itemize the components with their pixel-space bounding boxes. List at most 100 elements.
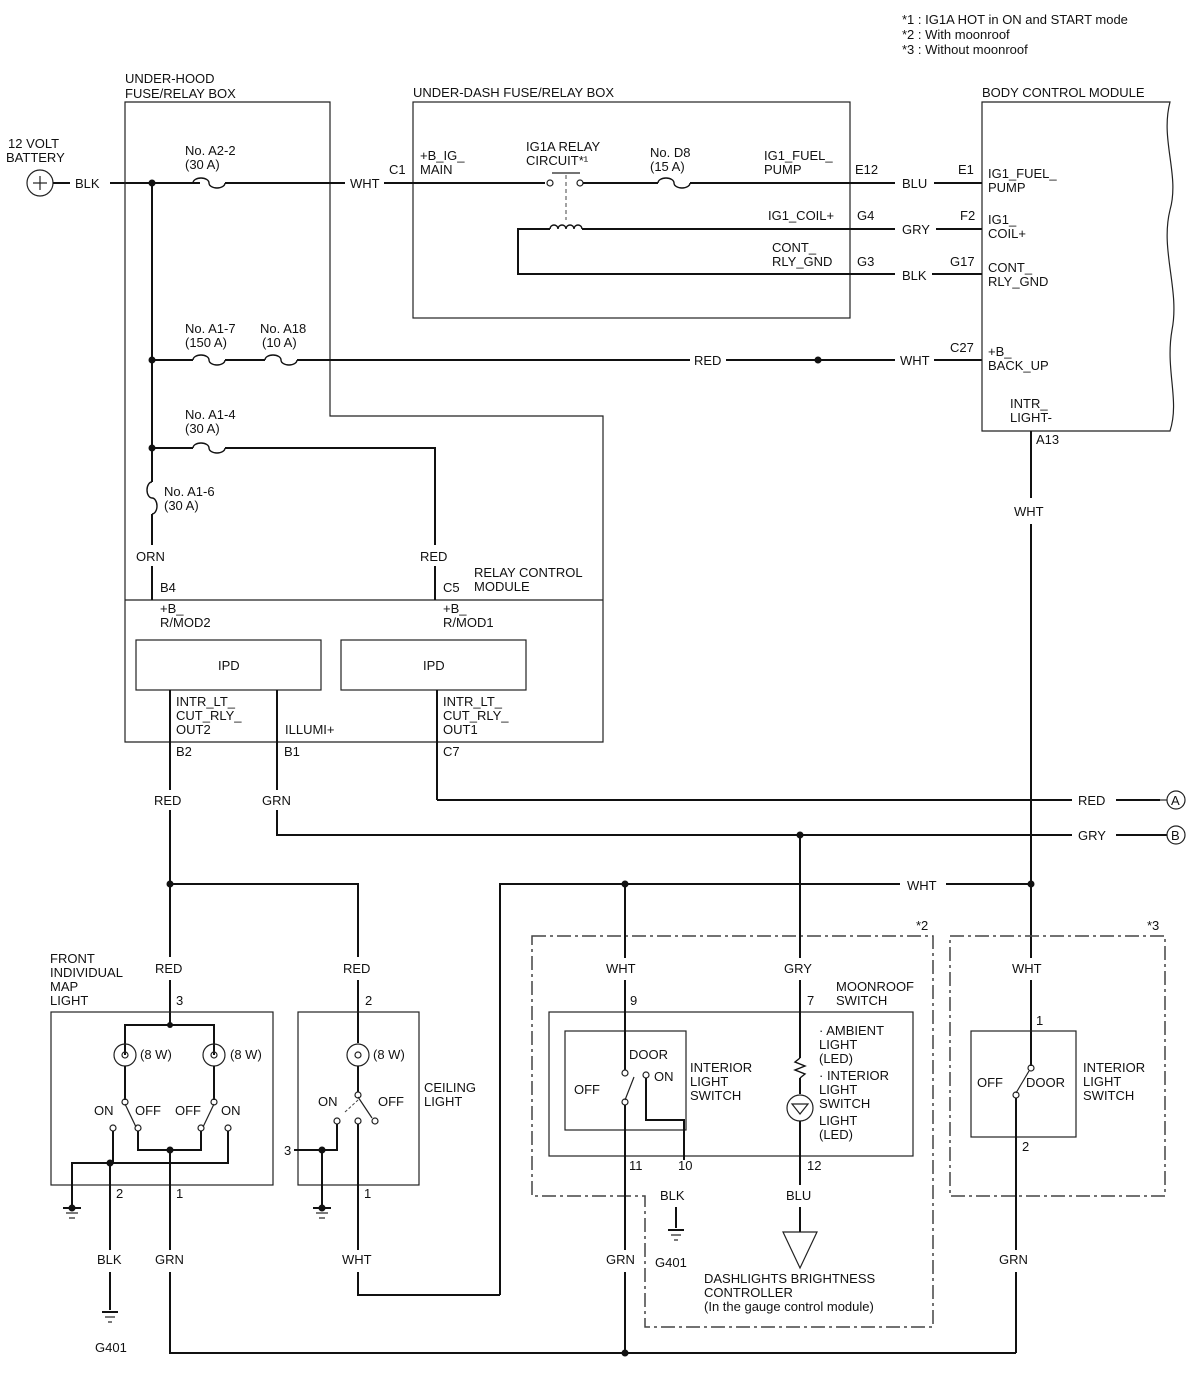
underhood-title-1: UNDER-HOOD bbox=[125, 71, 215, 86]
map-pin-2: 2 bbox=[116, 1186, 123, 1201]
note-1: *1 : IG1A HOT in ON and START mode bbox=[902, 12, 1128, 27]
fuse-a18-symbol bbox=[264, 354, 298, 366]
fuse-a1-7-rating: (150 A) bbox=[185, 335, 227, 350]
splice-wht-bcm bbox=[1027, 880, 1035, 888]
ceiling-blade bbox=[357, 1096, 373, 1119]
ambient-5: LIGHT bbox=[819, 1082, 857, 1097]
underdash-title: UNDER-DASH FUSE/RELAY BOX bbox=[413, 85, 614, 100]
dash-3: (In the gauge control module) bbox=[704, 1299, 874, 1314]
under-hood-fuse-box: UNDER-HOOD FUSE/RELAY BOX No. A2-2 (30 A… bbox=[124, 71, 982, 800]
no-moonroof-switch-blade bbox=[1015, 1070, 1030, 1094]
bcm-intr-2: LIGHT- bbox=[1010, 410, 1052, 425]
no-moonroof-off: OFF bbox=[977, 1075, 1003, 1090]
bcm-title: BODY CONTROL MODULE bbox=[982, 85, 1145, 100]
relay-coil-symbol bbox=[549, 224, 583, 230]
wire-red-c5-color: RED bbox=[420, 549, 447, 564]
fuse-d8-symbol bbox=[657, 177, 691, 189]
fuse-a2-2-symbol bbox=[192, 177, 226, 189]
moonroof-switch-2: LIGHT bbox=[690, 1074, 728, 1089]
no-moonroof-tag: *3 bbox=[1147, 918, 1159, 933]
wire-orn-color: ORN bbox=[136, 549, 165, 564]
pin-b4: B4 bbox=[160, 580, 176, 595]
moonroof-title-2: SWITCH bbox=[836, 993, 887, 1008]
out1-line-2: CUT_RLY_ bbox=[443, 708, 509, 723]
map-bulb-left-rating: (8 W) bbox=[140, 1047, 172, 1062]
moonroof-switch-box bbox=[548, 1011, 914, 1157]
body-control-module: BODY CONTROL MODULE BLU GRY BLK E1 F2 G1… bbox=[902, 85, 1175, 958]
bcm-backup-1: +B_ bbox=[988, 344, 1012, 359]
wire-blu-color: BLU bbox=[902, 176, 927, 191]
underhood-title-2: FUSE/RELAY BOX bbox=[125, 86, 236, 101]
wire-backup-wht-color: WHT bbox=[900, 353, 930, 368]
moonroof-resistor bbox=[793, 1057, 807, 1079]
map-title-4: LIGHT bbox=[50, 993, 88, 1008]
dash-2: CONTROLLER bbox=[704, 1285, 793, 1300]
rcm-title-2: MODULE bbox=[474, 579, 530, 594]
moonroof-variant-outline bbox=[531, 935, 934, 1328]
moonroof-led-diode bbox=[790, 1103, 810, 1115]
map-right-ground bbox=[113, 1131, 229, 1164]
wire-gry-color: GRY bbox=[902, 222, 930, 237]
wire-red-b2-color: RED bbox=[154, 793, 181, 808]
dashlights-arrow bbox=[782, 1231, 818, 1270]
wire-grn-b1-color: GRN bbox=[262, 793, 291, 808]
map-bulb-left-filament bbox=[121, 1051, 129, 1059]
illumi-label: ILLUMI+ bbox=[285, 722, 335, 737]
fuse-a1-7-label: No. A1-7 bbox=[185, 321, 236, 336]
fuse-a2-2-rating: (30 A) bbox=[185, 157, 220, 172]
moonroof-pin-11: 11 bbox=[629, 1158, 643, 1173]
pin-e1: E1 bbox=[958, 162, 974, 177]
wire-a14-out bbox=[225, 447, 436, 545]
footnotes: *1 : IG1A HOT in ON and START mode *2 : … bbox=[902, 12, 1128, 57]
fuse-d8-label: No. D8 bbox=[650, 145, 690, 160]
pump-line-2: PUMP bbox=[764, 162, 802, 177]
rmod1-bplus: +B_ bbox=[443, 601, 467, 616]
fuse-a1-6-label: No. A1-6 bbox=[164, 484, 215, 499]
ceiling-on-wire bbox=[322, 1124, 338, 1151]
battery-label-1: 12 VOLT bbox=[8, 136, 59, 151]
ceiling-wire-wht: WHT bbox=[342, 1252, 372, 1267]
out2-line-2: CUT_RLY_ bbox=[176, 708, 242, 723]
bigmain-line-2: MAIN bbox=[420, 162, 453, 177]
out2-line-3: OUT2 bbox=[176, 722, 211, 737]
ceiling-ground-dot bbox=[318, 1204, 326, 1212]
moonroof-wire-blu: BLU bbox=[786, 1188, 811, 1203]
moonroof-pin-9: 9 bbox=[630, 993, 637, 1008]
ceiling-title-1: CEILING bbox=[424, 1080, 476, 1095]
relay-label-1: IG1A RELAY bbox=[526, 139, 601, 154]
bcm-pump-2: PUMP bbox=[988, 180, 1026, 195]
map-left-off-contact bbox=[134, 1124, 142, 1132]
moonroof-off: OFF bbox=[574, 1082, 600, 1097]
map-light-box bbox=[50, 1011, 274, 1186]
ambient-1: · AMBIENT bbox=[819, 1023, 884, 1038]
ceiling-door-link bbox=[344, 1099, 359, 1113]
connector-a-label: A bbox=[1171, 793, 1180, 808]
ceiling-wire-red: RED bbox=[343, 961, 370, 976]
under-dash-fuse-box: UNDER-DASH FUSE/RELAY BOX WHT C1 +B_IG_ … bbox=[350, 85, 895, 319]
cont-line-2: RLY_GND bbox=[772, 254, 832, 269]
relay-contact-2 bbox=[576, 179, 584, 187]
note-3: *3 : Without moonroof bbox=[902, 42, 1028, 57]
fuse-a1-6-rating: (30 A) bbox=[164, 498, 199, 513]
fuse-a18-rating: (10 A) bbox=[262, 335, 297, 350]
wire-a13-color: WHT bbox=[1014, 504, 1044, 519]
front-map-light: FRONT INDIVIDUAL MAP LIGHT RED 3 (8 W) (… bbox=[50, 951, 1016, 1357]
moonroof-door: DOOR bbox=[629, 1047, 668, 1062]
ceiling-door-contact bbox=[354, 1117, 362, 1125]
moonroof-tag: *2 bbox=[916, 918, 928, 933]
bcm-cont-2: RLY_GND bbox=[988, 274, 1048, 289]
underdash-box-outline bbox=[412, 101, 851, 319]
map-title-3: MAP bbox=[50, 979, 78, 994]
bcm-coil-1: IG1_ bbox=[988, 212, 1017, 227]
no-moonroof-switch-1: INTERIOR bbox=[1083, 1060, 1145, 1075]
note-2: *2 : With moonroof bbox=[902, 27, 1010, 42]
map-title-2: INDIVIDUAL bbox=[50, 965, 123, 980]
map-ground-label: G401 bbox=[95, 1340, 127, 1355]
no-moonroof-wire-wht: WHT bbox=[1012, 961, 1042, 976]
map-right-blade bbox=[202, 1103, 215, 1128]
map-bulb-right-filament bbox=[210, 1051, 218, 1059]
bcm-coil-2: COIL+ bbox=[988, 226, 1026, 241]
ceiling-wht-return bbox=[357, 1272, 500, 1296]
ambient-7: LIGHT bbox=[819, 1113, 857, 1128]
